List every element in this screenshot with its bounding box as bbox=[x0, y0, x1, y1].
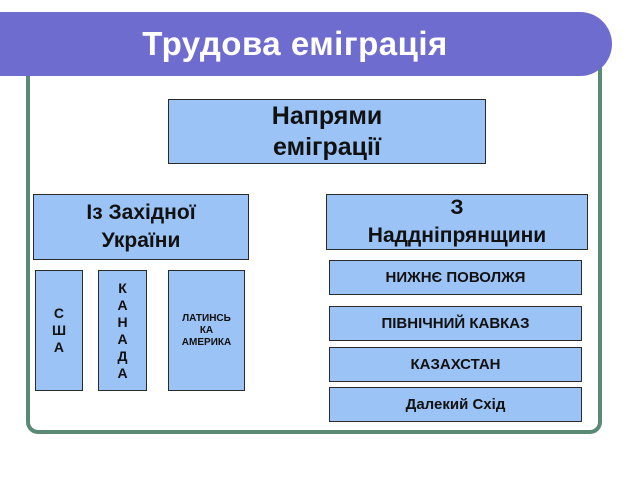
slide-title: Трудова еміграція bbox=[142, 25, 448, 62]
destination-north-caucasus-box: ПІВНІЧНИЙ КАВКАЗ bbox=[329, 306, 582, 341]
destination-kazakhstan-box: КАЗАХСТАН bbox=[329, 347, 582, 382]
dnieper-ukraine-box: З Наддніпрянщини bbox=[326, 194, 588, 250]
western-ukraine-box: Із Західної України bbox=[33, 194, 249, 260]
destination-usa-box: С Ш А bbox=[35, 270, 83, 391]
destination-lower-volga-box: НИЖНЄ ПОВОЛЖЯ bbox=[329, 260, 582, 295]
destination-far-east-box: Далекий Схід bbox=[329, 387, 582, 422]
destination-latin-america-box: ЛАТИНСЬ КА АМЕРИКА bbox=[168, 270, 245, 391]
emigration-directions-box: Напрями еміграції bbox=[168, 99, 486, 164]
title-banner bbox=[0, 12, 612, 76]
destination-canada-box: К А Н А Д А bbox=[98, 270, 147, 391]
